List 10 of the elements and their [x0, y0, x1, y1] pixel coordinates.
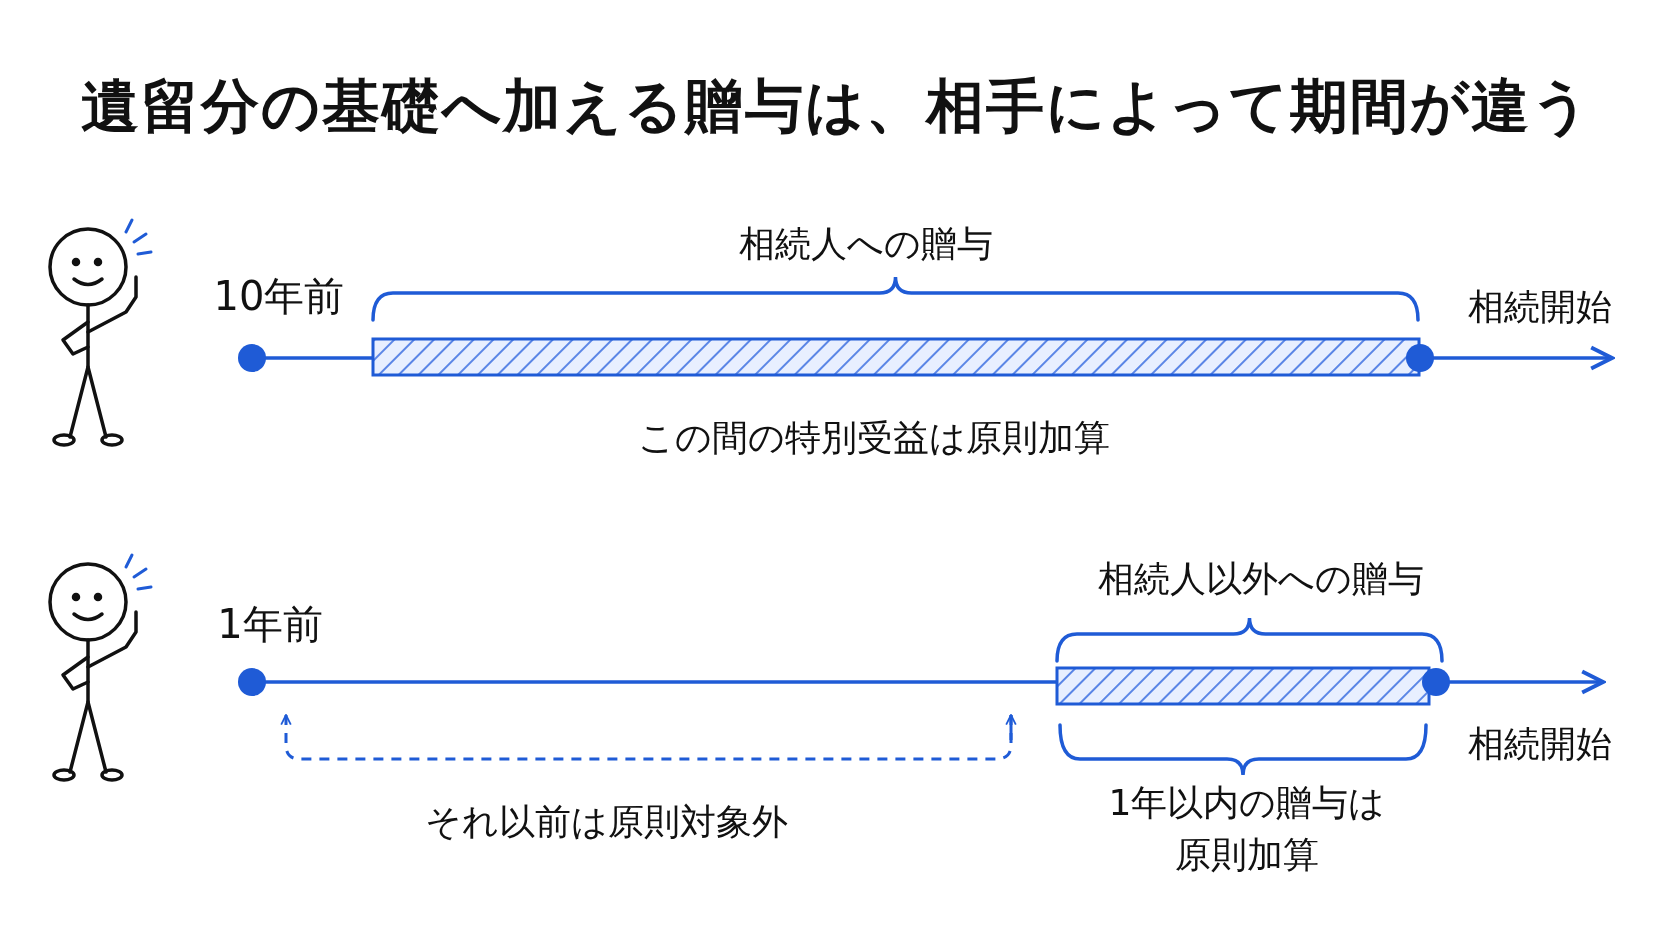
note-text: この間の特別受益は原則加算 — [638, 415, 1110, 460]
time-point-label: 相続開始 — [1468, 284, 1612, 329]
diagram-title: 遺留分の基礎へ加える贈与は、相手によって期間が違う — [79, 71, 1593, 142]
period-label: 相続人への贈与 — [739, 221, 993, 266]
period-label: 相続人以外への贈与 — [1098, 556, 1424, 601]
time-point-label: 相続開始 — [1468, 721, 1612, 766]
time-point-label: 1年前 — [217, 600, 323, 649]
note-text: 1年以内の贈与は原則加算 — [1107, 780, 1387, 877]
note-text: それ以前は原則対象外 — [424, 799, 788, 844]
time-point-label: 10年前 — [213, 272, 345, 321]
